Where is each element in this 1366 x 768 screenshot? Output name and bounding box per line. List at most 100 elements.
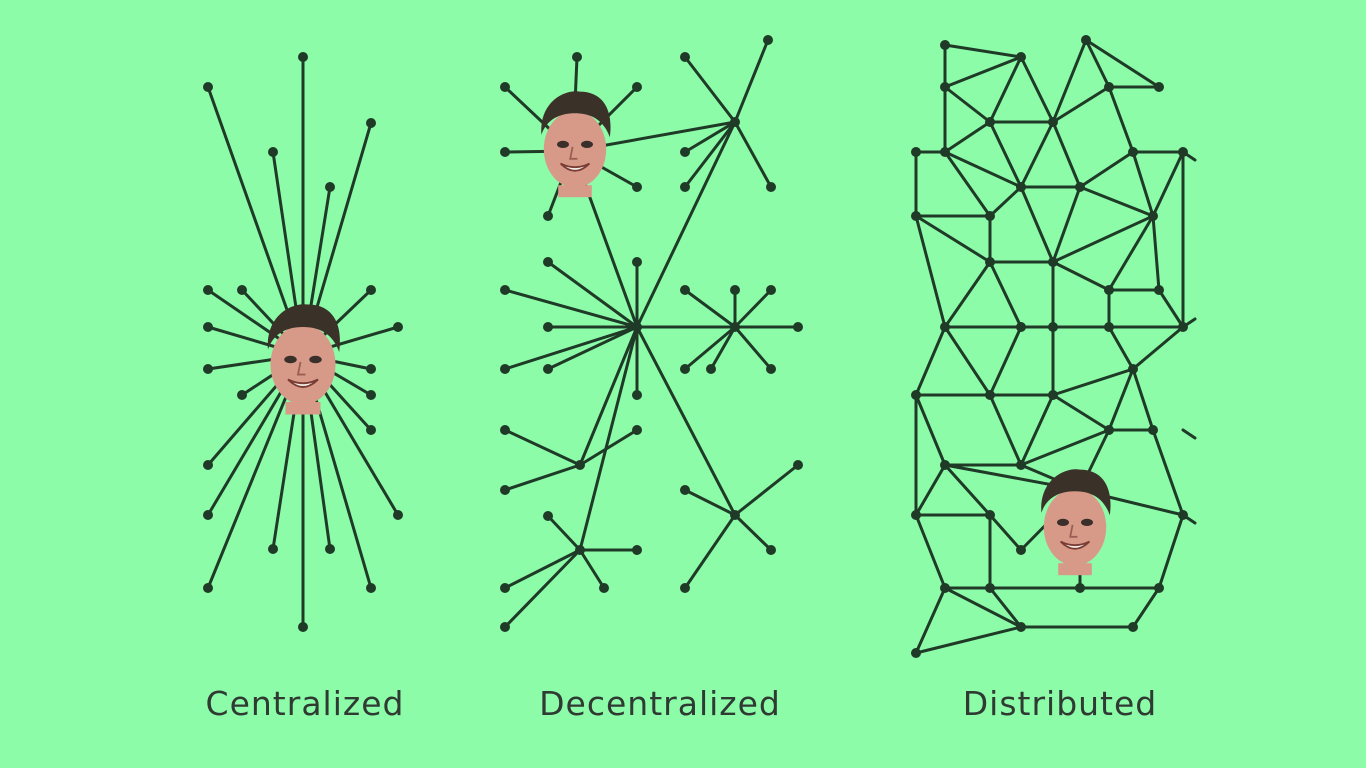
central-node bbox=[366, 364, 376, 374]
mesh-edge bbox=[1019, 393, 1055, 467]
mesh-node bbox=[1048, 390, 1058, 400]
central-node bbox=[268, 544, 278, 554]
mesh-node bbox=[940, 40, 950, 50]
decentral-edge bbox=[683, 325, 737, 371]
mesh-edge bbox=[943, 55, 1023, 89]
mesh-edge bbox=[1107, 325, 1135, 371]
decentral-edge bbox=[683, 120, 737, 189]
mesh-node bbox=[1016, 52, 1026, 62]
central-node bbox=[393, 510, 403, 520]
hub-node bbox=[575, 460, 585, 470]
mesh-node bbox=[1048, 257, 1058, 267]
decentral-node bbox=[632, 390, 642, 400]
decentral-edge bbox=[503, 288, 639, 329]
mesh-node bbox=[1154, 82, 1164, 92]
decentral-node bbox=[680, 182, 690, 192]
decentral-edge bbox=[733, 325, 773, 371]
mesh-node bbox=[1016, 622, 1026, 632]
mesh-edge bbox=[1051, 38, 1088, 124]
central-node bbox=[366, 390, 376, 400]
mesh-node bbox=[911, 211, 921, 221]
central-node bbox=[268, 147, 278, 157]
mesh-edge bbox=[988, 120, 1023, 189]
decentral-edge bbox=[733, 120, 773, 189]
mesh-edge bbox=[1131, 325, 1185, 371]
decentral-node bbox=[500, 425, 510, 435]
mesh-node bbox=[940, 460, 950, 470]
mesh-node bbox=[1154, 285, 1164, 295]
backbone-edge bbox=[578, 325, 639, 467]
mesh-edge bbox=[1107, 214, 1155, 292]
decentral-edge bbox=[503, 428, 582, 467]
mesh-edge bbox=[943, 463, 992, 517]
hub-node bbox=[632, 322, 642, 332]
decentral-edge bbox=[683, 120, 737, 154]
mesh-edge bbox=[1051, 260, 1111, 292]
mesh-edge bbox=[914, 463, 947, 517]
decentral-node bbox=[543, 511, 553, 521]
decentral-edge bbox=[503, 548, 582, 629]
mesh-node bbox=[1016, 322, 1026, 332]
mesh-edge bbox=[1107, 367, 1135, 432]
central-node bbox=[366, 583, 376, 593]
mesh-edge bbox=[1151, 214, 1161, 292]
central-node bbox=[203, 82, 213, 92]
mesh-edge bbox=[1107, 85, 1135, 154]
backbone-edge bbox=[578, 325, 639, 552]
hub-node bbox=[730, 117, 740, 127]
mesh-edge bbox=[914, 214, 992, 264]
decentral-node bbox=[766, 285, 776, 295]
mesh-edge bbox=[1051, 85, 1111, 124]
decentral-node bbox=[632, 545, 642, 555]
mesh-edge bbox=[914, 513, 947, 590]
mesh-edge bbox=[1084, 38, 1161, 89]
mesh-edge bbox=[1131, 367, 1155, 432]
decentral-node bbox=[680, 583, 690, 593]
mesh-edge bbox=[1131, 150, 1155, 218]
mesh-node bbox=[1148, 211, 1158, 221]
decentral-edge bbox=[733, 38, 770, 124]
decentral-node bbox=[500, 364, 510, 374]
central-node bbox=[203, 583, 213, 593]
central-node bbox=[393, 322, 403, 332]
mesh-node bbox=[1075, 583, 1085, 593]
mesh-edge bbox=[1051, 393, 1111, 432]
decentral-node bbox=[632, 257, 642, 267]
mesh-node bbox=[1104, 82, 1114, 92]
mesh-edge bbox=[988, 325, 1023, 397]
decentral-node bbox=[706, 364, 716, 374]
decentral-edge bbox=[683, 513, 737, 590]
mesh-node bbox=[1075, 182, 1085, 192]
centralized-label: Centralized bbox=[205, 684, 405, 723]
decentral-node bbox=[543, 364, 553, 374]
decentral-node bbox=[680, 485, 690, 495]
mesh-edge bbox=[943, 120, 992, 154]
decentral-node bbox=[632, 82, 642, 92]
central-node bbox=[203, 364, 213, 374]
face-photo bbox=[1041, 469, 1111, 576]
decentral-edge bbox=[546, 260, 639, 329]
mesh-node bbox=[985, 257, 995, 267]
distributed-label: Distributed bbox=[962, 684, 1158, 723]
mesh-node bbox=[1154, 583, 1164, 593]
mesh-node bbox=[1104, 425, 1114, 435]
mesh-edge bbox=[1181, 317, 1197, 329]
central-node bbox=[325, 544, 335, 554]
decentral-node bbox=[793, 322, 803, 332]
decentral-edge bbox=[733, 513, 773, 552]
mesh-edge bbox=[1131, 586, 1161, 629]
decentral-node bbox=[500, 485, 510, 495]
mesh-node bbox=[985, 510, 995, 520]
mesh-edge bbox=[1019, 55, 1055, 124]
mesh-edge bbox=[1151, 428, 1185, 517]
decentral-node bbox=[680, 285, 690, 295]
hub-node bbox=[575, 545, 585, 555]
mesh-edge bbox=[1051, 120, 1082, 189]
decentral-node bbox=[632, 182, 642, 192]
mesh-edge bbox=[988, 260, 1023, 329]
mesh-edge bbox=[1181, 513, 1197, 525]
mesh-node bbox=[940, 583, 950, 593]
mesh-node bbox=[1128, 364, 1138, 374]
decentral-node bbox=[680, 364, 690, 374]
